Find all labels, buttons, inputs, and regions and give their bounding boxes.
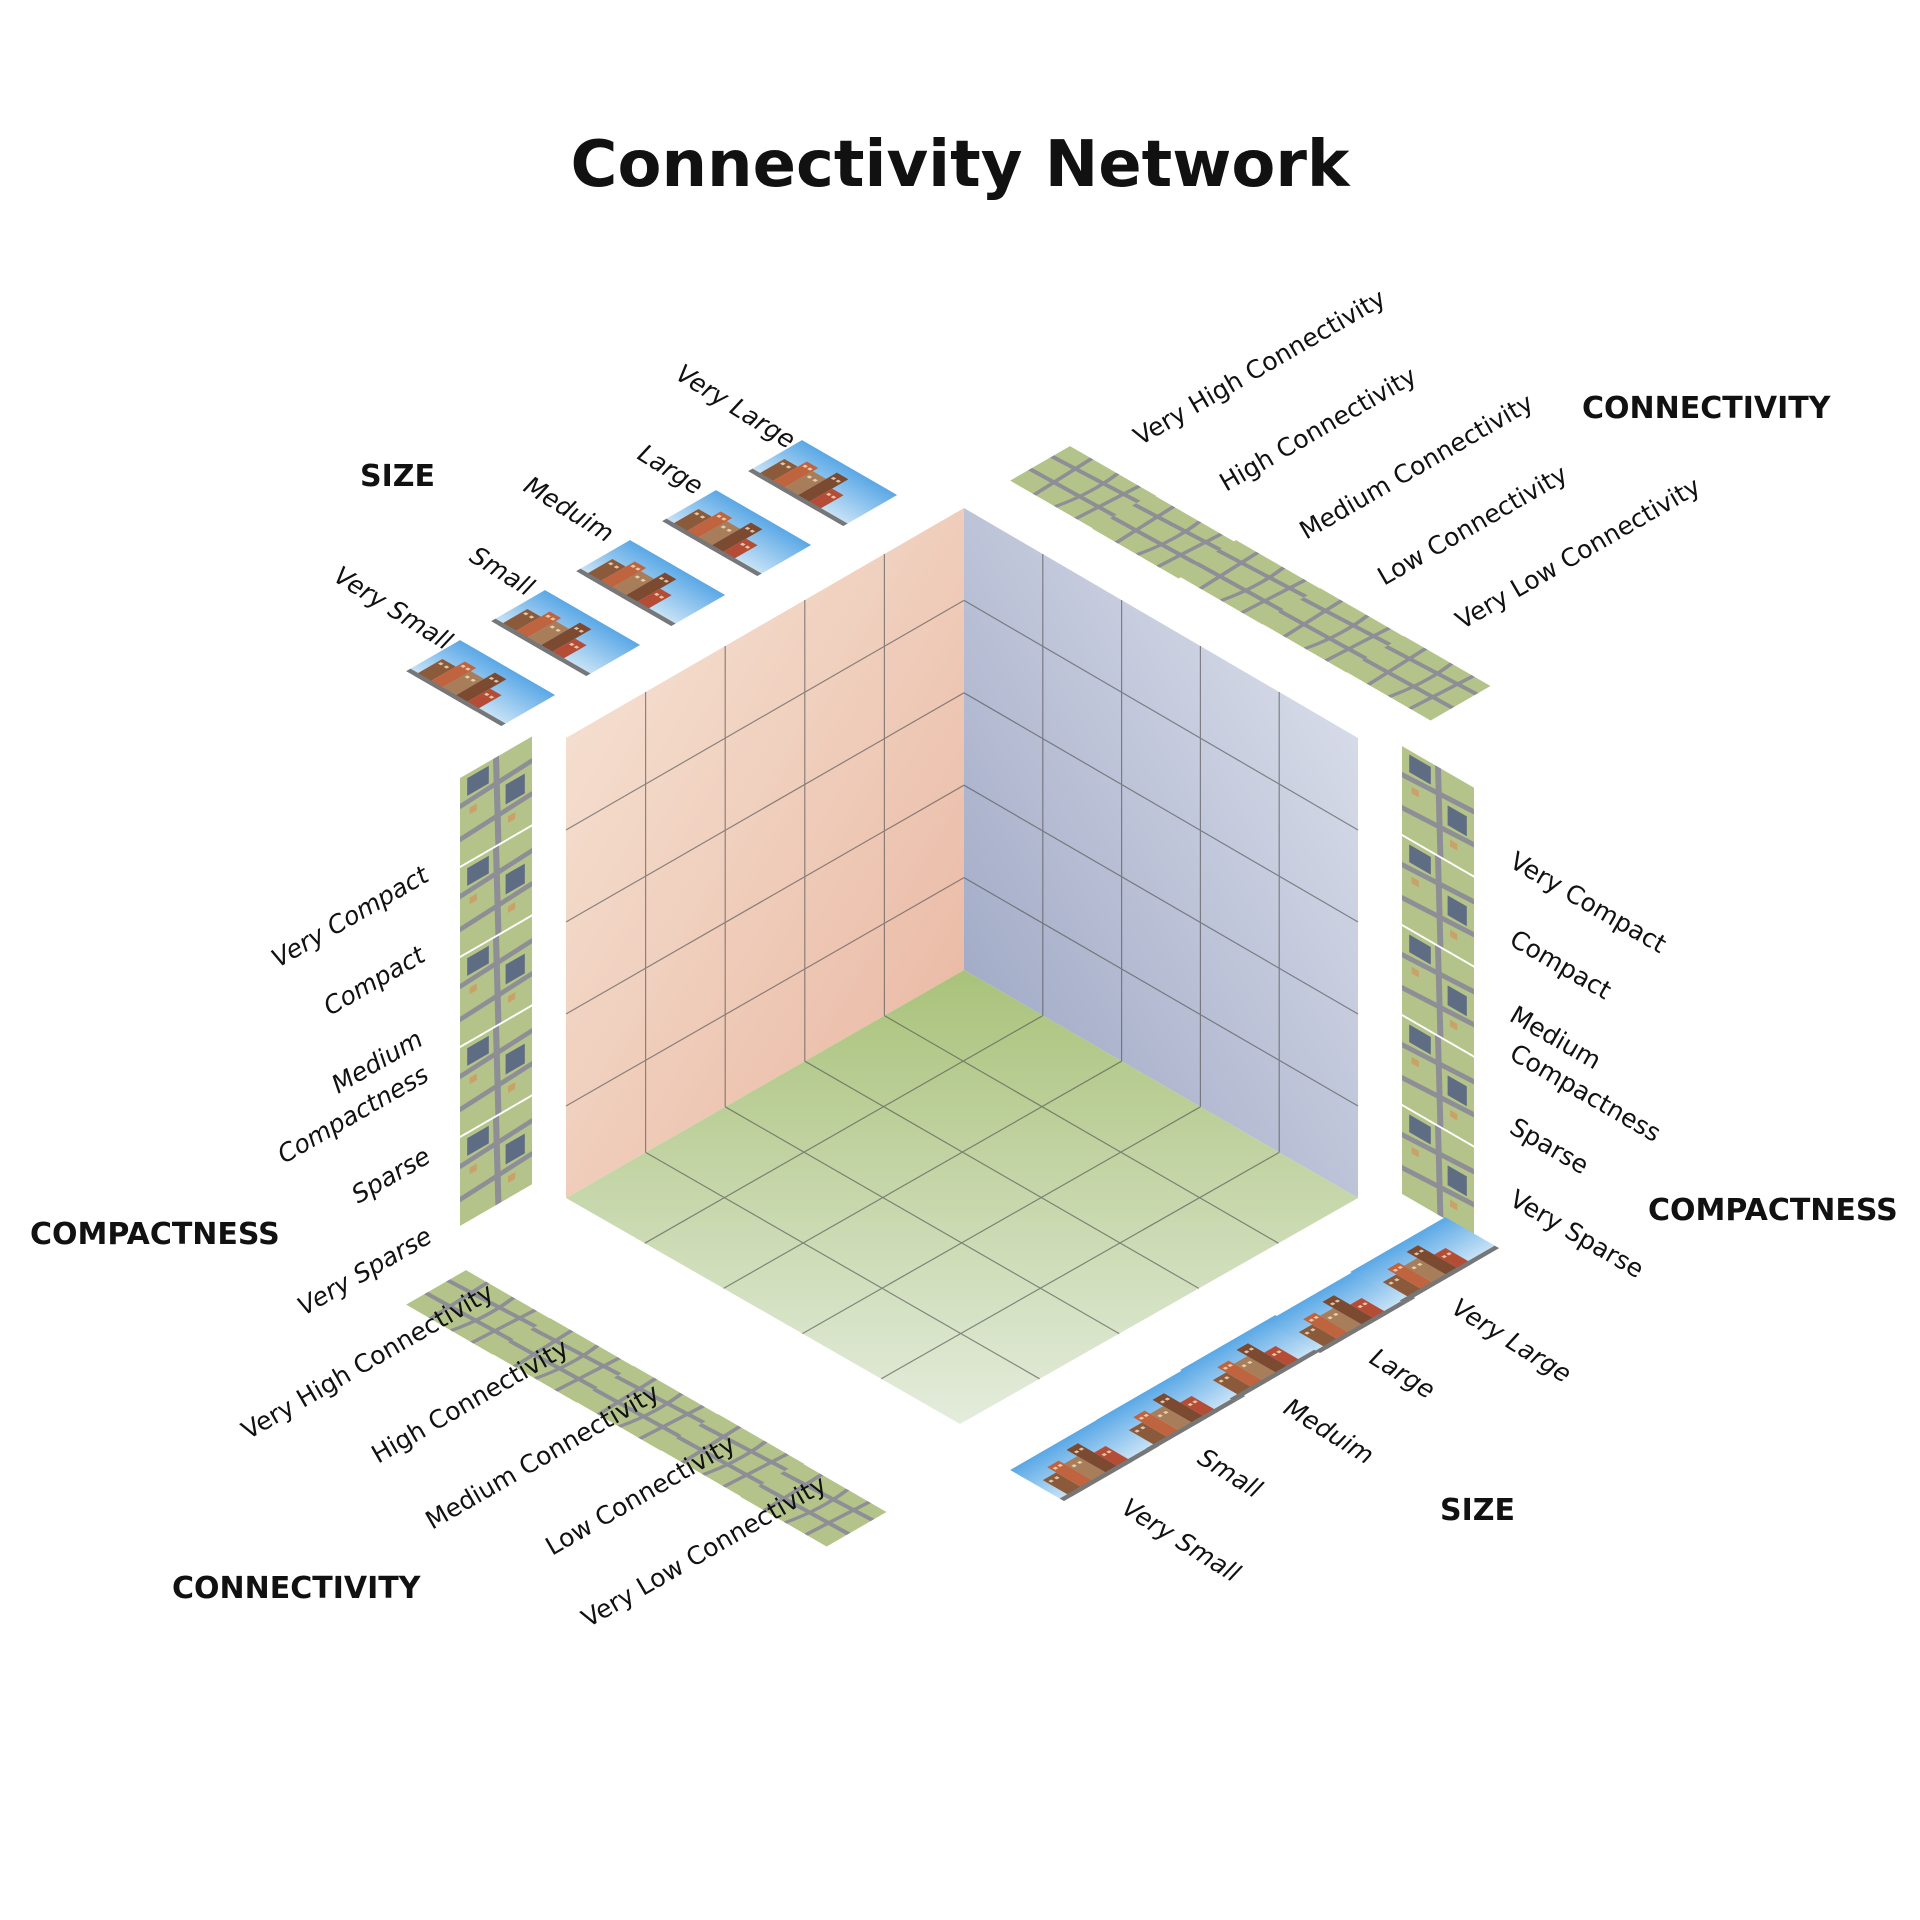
city-skyline-icon [576,540,726,627]
floor-face [566,970,1358,1424]
grid-line [644,1015,1044,1244]
city-skyline-icon [406,640,556,727]
compactness-label: Compact [319,940,431,1022]
diagram-title: Connectivity Network [571,128,1351,202]
compactness-label: Compact [1505,924,1617,1005]
axis-label-size-top: SIZE [360,459,435,494]
connectivity-label: Very Low Connectivity [1451,471,1706,635]
axis-label-connectivity-bottom: CONNECTIVITY [172,1571,422,1606]
grid-line [565,877,965,1107]
compactness-tiles-left [460,736,532,1226]
axis-label-compactness-right: COMPACTNESS [1648,1193,1898,1228]
compactness-label: Sparse [347,1141,436,1209]
size-label: Small [465,540,539,601]
grid-line [884,1015,1279,1244]
cube [565,508,1359,1424]
size-label: Very Large [671,358,801,454]
axis-label-compactness-left: COMPACTNESS [30,1217,280,1252]
grid-line [645,1151,1040,1380]
city-skyline-icon [662,490,812,577]
size-label: Very Large [1447,1292,1577,1388]
grid-line [963,599,1359,831]
axis-label-connectivity-top: CONNECTIVITY [1582,391,1832,426]
grid-line [963,877,1359,1107]
compactness-labels-left: Very Compact Compact Medium Compactness … [267,860,437,1322]
left-face [566,508,964,1198]
grid-line [565,599,965,831]
compactness-label: Very Sparse [1505,1184,1649,1284]
grid-line [963,784,1359,1015]
compactness-labels-right: Very Compact Compact Medium Compactness … [1505,846,1672,1284]
size-label: Meduim [1279,1392,1379,1470]
grid-line [565,784,965,1015]
compactness-tiles-right [1402,746,1474,1236]
size-label: Meduim [519,470,619,548]
city-skyline-icon [748,440,898,527]
size-label: Small [1193,1442,1267,1503]
grid-line [963,692,1359,923]
size-label: Large [1365,1342,1440,1404]
grid-line [804,1060,1200,1289]
axis-label-size-bottom: SIZE [1440,1493,1515,1528]
size-label: Very Small [329,560,458,655]
city-skyline-icon [491,590,641,677]
compactness-label: Sparse [1505,1112,1594,1180]
cube-grid-lines [565,554,1359,1380]
grid-line [724,1106,1120,1335]
size-label: Large [633,438,708,500]
grid-line [723,1060,1122,1289]
right-face [964,508,1358,1198]
size-label: Very Small [1117,1492,1246,1587]
grid-line [802,1106,1201,1335]
grid-line [880,1151,1280,1380]
grid-line [565,692,965,923]
